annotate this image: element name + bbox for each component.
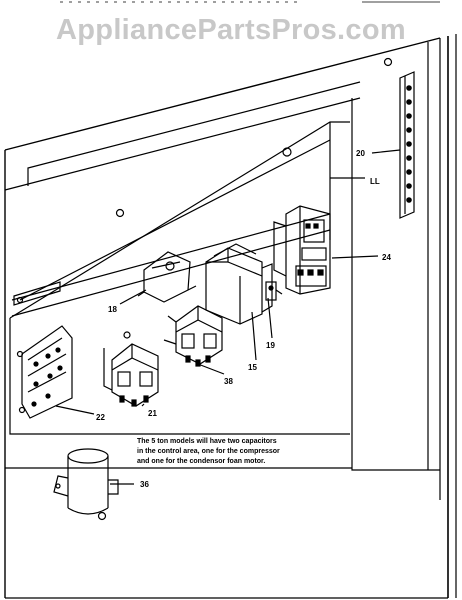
- label-22: 22: [96, 413, 105, 422]
- label-ll: LL: [370, 177, 380, 186]
- note-line-2: in the control area, one for the compres…: [137, 448, 280, 455]
- label-20: 20: [356, 149, 365, 158]
- label-24: 24: [382, 253, 391, 262]
- label-36: 36: [140, 480, 149, 489]
- label-15: 15: [248, 363, 257, 372]
- label-38: 38: [224, 377, 233, 386]
- note-line-1: The 5 ton models will have two capacitor…: [137, 438, 277, 445]
- label-21: 21: [148, 409, 157, 418]
- watermark: AppliancePartsPros.com: [56, 14, 406, 46]
- capacitor-note: The 5 ton models will have two capacitor…: [137, 437, 367, 467]
- label-19: 19: [266, 341, 275, 350]
- note-line-3: and one for the condensor foan motor.: [137, 458, 266, 465]
- label-18: 18: [108, 305, 117, 314]
